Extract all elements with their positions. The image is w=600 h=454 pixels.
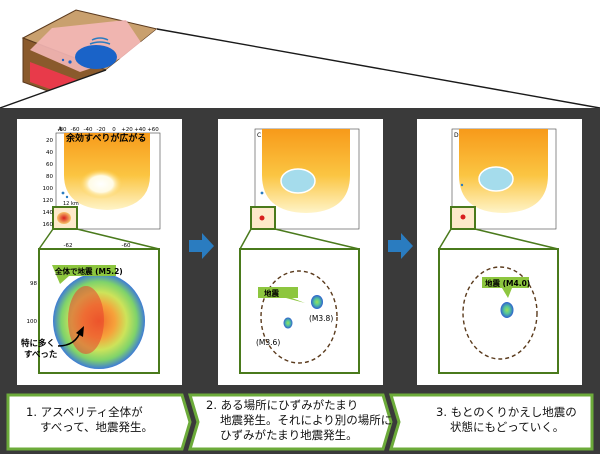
panel-1-note-arrowhead	[76, 326, 84, 337]
panel-1-callout	[52, 265, 116, 284]
panel-1-letter: A	[58, 126, 63, 133]
y-tick: 120	[43, 198, 54, 204]
panel-3-asperity	[478, 166, 514, 192]
panel-1-y-ticks: 20 40 60 80 100 120 140 160	[43, 138, 54, 228]
x-tick: +20	[121, 127, 133, 133]
panel-2-asperity-outline	[260, 270, 338, 364]
caption-box-1	[6, 393, 192, 451]
panel-3-callout	[482, 277, 529, 298]
panel-2-asperity	[280, 168, 316, 194]
panel-2-letter: C	[257, 132, 261, 139]
zoom-connector-right	[474, 228, 559, 250]
panel-1-max-slip	[68, 286, 104, 354]
caption-3: 3. もとのくりかえし地震の 状態にもどっていく。	[436, 405, 577, 435]
panel-2: C 地震 (M3.8) (M3.6)	[218, 119, 383, 385]
panel-1: A 余効すべりが広がる -80 -60 -40 -20 0 +20 +40 +6…	[17, 119, 182, 385]
zoom-connector-right	[274, 228, 360, 250]
zoom-connector-left	[438, 228, 452, 250]
zoom-connector-left	[239, 228, 252, 250]
zoom-connector-left	[38, 228, 54, 250]
panel-1-point	[65, 195, 69, 199]
x-tick: 0	[112, 127, 116, 133]
asperity-blue	[75, 45, 117, 69]
panel-1-x-ticks: -80 -60 -40 -20 0 +20 +40 +60	[58, 127, 160, 133]
caption-2-line2: 地震発生。それにより別の場所に	[220, 413, 393, 427]
caption-1-line1: 1. アスペリティ全体が	[26, 405, 143, 419]
y-tick: 80	[46, 174, 53, 180]
caption-1-line2: すべって、地震発生。	[40, 420, 154, 434]
panel-2-eq-label-1: (M3.8)	[309, 314, 333, 323]
x-tick: -60	[71, 127, 80, 133]
panel-3-source-spot	[460, 214, 466, 220]
caption-2-line3: ひずみがたまり地震発生。	[220, 428, 358, 442]
panel-3-asperity-outline	[462, 266, 538, 360]
y-tick: 20	[46, 138, 53, 144]
panel-1-callout-label: 全体で地震 (M5.2)	[54, 266, 123, 276]
zoom-x-tick: -62	[64, 243, 73, 249]
panel-2-callout	[258, 287, 305, 303]
panel-1-source-spot	[57, 212, 71, 224]
panel-1-point-label: 12 km	[63, 201, 79, 207]
y-tick: 140	[43, 210, 54, 216]
progress-arrow-2	[388, 233, 413, 259]
panel-3-point	[460, 183, 464, 187]
panel-2-callout-label: 地震	[264, 288, 279, 298]
panel-3: D 地震 (M4.0)	[417, 119, 582, 385]
x-tick: +60	[147, 127, 159, 133]
panel-2-eq-1	[311, 295, 323, 309]
zoom-projection-fill	[0, 29, 600, 108]
panel-3-letter: D	[454, 132, 459, 139]
panel-2-point	[260, 191, 264, 195]
panel-3-callout-label: 地震 (M4.0)	[485, 278, 530, 288]
caption-2-line1: 2. ある場所にひずみがたまり	[206, 398, 359, 412]
caption-2: 2. ある場所にひずみがたまり 地震発生。それにより別の場所に ひずみがたまり地…	[206, 398, 392, 443]
caption-1: 1. アスペリティ全体が すべって、地震発生。	[26, 405, 153, 435]
x-tick: -80	[58, 127, 67, 133]
panel-2-zoom-frame	[239, 248, 360, 374]
panel-1-note-line1: 特に多く	[21, 338, 55, 349]
y-tick: 40	[46, 150, 53, 156]
caption-3-line2: 状態にもどっていく。	[450, 420, 565, 434]
zoom-line-right	[156, 28, 600, 109]
panel-1-point	[61, 191, 65, 195]
caption-3-line1: 3. もとのくりかえし地震の	[436, 405, 577, 419]
small-asperity	[68, 60, 72, 64]
panel-1-note-line2: すべった	[24, 349, 57, 360]
zoom-x-tick: -60	[122, 243, 131, 249]
wave-marks	[89, 37, 111, 45]
panel-2-eq-2	[283, 317, 293, 329]
panel-3-zoom-frame	[438, 248, 559, 374]
x-tick: -20	[97, 127, 106, 133]
caption-boxes	[6, 393, 594, 451]
zoom-y-tick: 98	[30, 281, 37, 287]
x-tick: +40	[134, 127, 146, 133]
small-asperity	[61, 58, 65, 62]
zoom-y-tick: 100	[27, 319, 38, 325]
panel-1-hot-core	[79, 169, 123, 199]
panel-2-eq-label-2: (M3.6)	[256, 338, 280, 347]
zoom-line-left	[0, 69, 107, 109]
panel-2-source-spot	[259, 215, 265, 221]
panel-3-eq	[500, 302, 514, 318]
caption-box-2	[187, 393, 393, 451]
y-tick: 100	[43, 186, 54, 192]
x-tick: -40	[84, 127, 93, 133]
y-tick: 160	[43, 222, 54, 228]
zoom-connector-right	[76, 228, 160, 250]
caption-box-3	[388, 393, 594, 451]
panel-1-title: 余効すべりが広がる	[65, 132, 146, 144]
progress-arrow-1	[189, 233, 214, 259]
y-tick: 60	[46, 162, 53, 168]
